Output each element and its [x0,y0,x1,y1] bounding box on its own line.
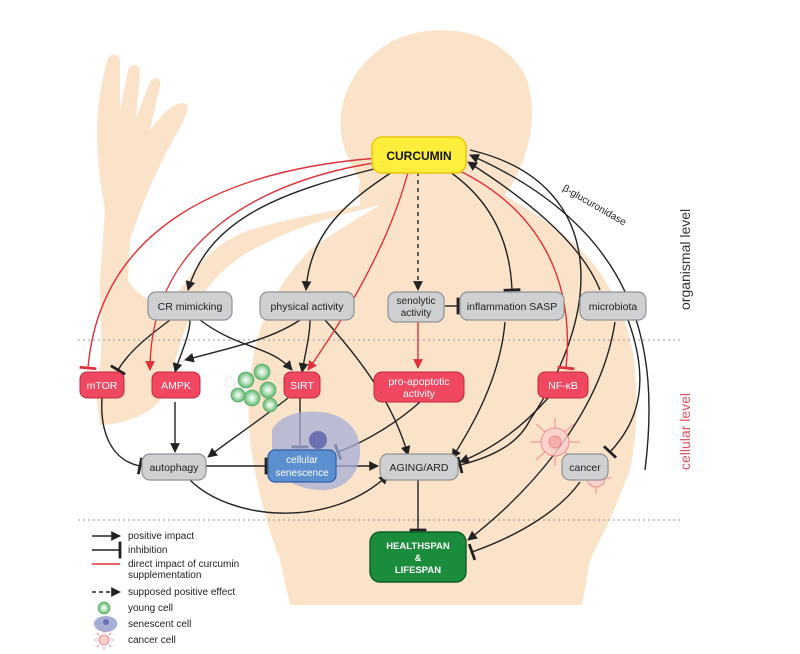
edge-curcumin-mtor [79,157,379,371]
svg-text:senescence: senescence [275,468,329,479]
svg-text:CR mimicking: CR mimicking [158,301,223,313]
edge-microbiota-cancer [602,319,641,459]
svg-text:autophagy: autophagy [149,462,199,474]
node-pro-apoptotic: pro-apoptotic activity [373,371,465,403]
node-cellular-senescence: cellular senescence [267,449,337,483]
edge-cancer-healthspan [467,481,581,561]
edge-curcumin-physical [301,171,393,291]
edge-physical-sirt [298,319,311,373]
node-senolytic-activity: senolytic activity [387,291,445,323]
svg-text:AGING/ARD: AGING/ARD [390,462,449,474]
node-microbiota: microbiota [579,291,647,321]
legend-senescent-nucleus-icon [103,619,109,625]
svg-text:SIRT: SIRT [290,380,314,392]
direct-impact-edges [79,157,575,371]
node-physical-activity: physical activity [259,291,355,321]
node-sirt: SIRT [283,371,321,399]
legend-cancer-cell-icon [94,630,114,650]
svg-text:AMPK: AMPK [161,380,191,392]
svg-text:LIFESPAN: LIFESPAN [395,565,441,576]
node-cr-mimicking: CR mimicking [147,291,233,321]
edge-curcumin-sirt [307,171,409,371]
svg-text:physical activity: physical activity [271,301,345,313]
legend-senescent-label: senescent cell [128,619,191,630]
svg-text:cancer: cancer [569,462,601,474]
legend-direct-label-1: direct impact of curcumin [128,559,239,570]
edge-cr-ampk [172,319,191,373]
node-nfkb: NF-κB [537,371,589,399]
legend-inhibition-label: inhibition [128,545,167,556]
edge-nfkb-aging [459,397,549,464]
svg-text:HEALTHSPAN: HEALTHSPAN [386,541,450,552]
organismal-level-label: organismal level [677,209,693,310]
edge-autophagy-aging [189,474,389,514]
svg-text:activity: activity [401,308,432,319]
edge-mtor-autophagy [101,397,144,475]
legend-positive-label: positive impact [128,531,194,542]
senescent-cell-nucleus [309,431,327,449]
node-inflammation-sasp: inflammation SASP [459,291,565,321]
legend-young-label: young cell [128,603,173,614]
svg-text:inflammation SASP: inflammation SASP [467,301,557,313]
edge-cr-mtor [110,319,171,376]
node-cancer: cancer [561,453,609,481]
cellular-level-label: cellular level [677,393,693,470]
edge-curcumin-cr [185,167,379,291]
edge-curcumin-nfkb [457,169,575,371]
edge-microbiota-curcumin-a [467,161,601,291]
glucuronidase-label: β-glucuronidase [561,183,629,228]
svg-text:CURCUMIN: CURCUMIN [386,149,451,163]
young-cells-cluster [224,363,286,413]
svg-text:&: & [415,553,422,564]
svg-text:microbiota: microbiota [589,301,638,313]
svg-text:NF-κB: NF-κB [548,380,578,392]
legend-direct-label-2: supplementation [128,570,201,581]
svg-text:mTOR: mTOR [87,380,118,392]
edge-sirt-autophagy [207,397,289,458]
edge-curcumin-ampk [145,161,381,371]
svg-text:activity: activity [403,388,436,400]
svg-text:cellular: cellular [286,455,318,466]
node-ampk: AMPK [151,371,201,399]
edge-inflammation-aging [451,321,506,459]
node-healthspan-lifespan: HEALTHSPAN & LIFESPAN [369,531,467,583]
edge-curcumin-inflammation [449,171,521,292]
node-curcumin: CURCUMIN [371,136,467,174]
node-mtor: mTOR [79,371,125,399]
legend: positive impact inhibition direct impact… [92,531,239,650]
legend-young-cell-icon [97,601,111,615]
svg-text:senolytic: senolytic [397,296,436,307]
edge-physical-ampk [184,319,301,363]
legend-supposed-label: supposed positive effect [128,587,235,598]
node-aging-ard: AGING/ARD [379,453,459,481]
legend-cancer-label: cancer cell [128,635,176,646]
svg-text:pro-apoptotic: pro-apoptotic [388,376,449,388]
edge-cr-sirt [199,319,293,371]
node-autophagy: autophagy [141,453,207,481]
